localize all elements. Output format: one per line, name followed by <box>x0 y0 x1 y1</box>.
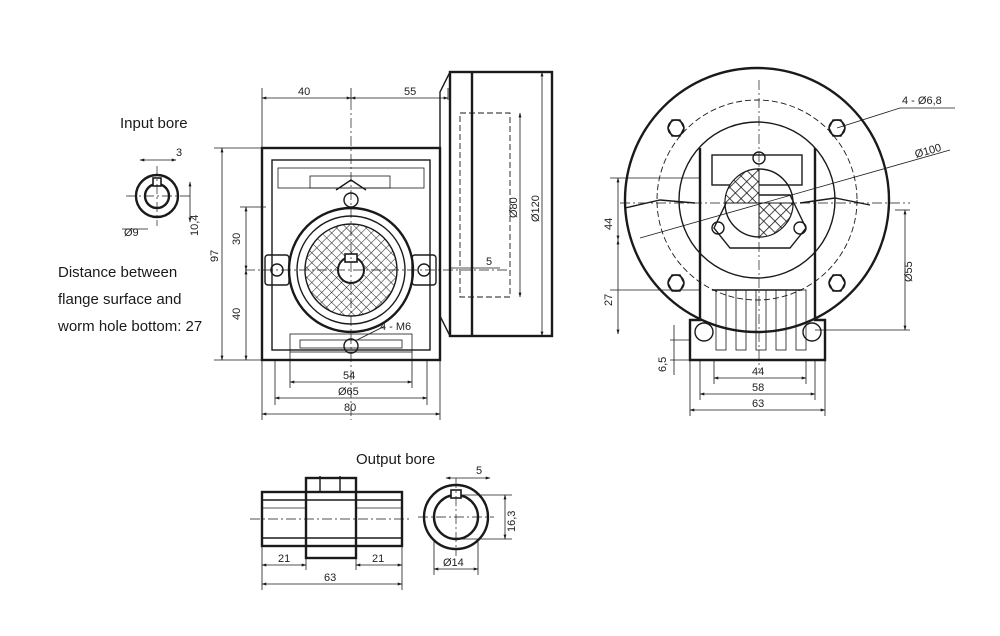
output-dim-16-3: 16,3 <box>506 511 518 532</box>
input-bore-label: Input bore <box>120 115 188 132</box>
input-key-dim: 3 <box>176 147 182 159</box>
front-dim-d65: Ø65 <box>338 386 359 398</box>
front-dim-d120: Ø120 <box>530 195 542 222</box>
input-dia-dim: Ø9 <box>124 227 139 239</box>
distance-note-line3: worm hole bottom: 27 <box>57 318 202 335</box>
front-dim-d80: Ø80 <box>508 197 520 218</box>
side-dim-27: 27 <box>603 294 615 306</box>
output-bore-view: Output bore 21 21 63 5 16,3 Ø14 <box>250 451 518 590</box>
side-dim-6-5: 6,5 <box>657 357 669 372</box>
output-dim-5: 5 <box>476 465 482 477</box>
front-dim-55-top: 55 <box>404 86 416 98</box>
front-view: 40 55 97 30 40 Ø80 Ø120 5 4 - M6 54 Ø65 … <box>209 70 554 420</box>
front-dim-80: 80 <box>344 402 356 414</box>
side-dim-63: 63 <box>752 398 764 410</box>
input-bore-view: Input bore 3 Ø9 10,4 <box>120 115 201 239</box>
distance-note-line1: Distance between <box>58 264 177 281</box>
side-dim-d100: Ø100 <box>914 142 943 161</box>
output-bore-label: Output bore <box>356 451 435 468</box>
output-dim-63: 63 <box>324 572 336 584</box>
side-dim-58: 58 <box>752 382 764 394</box>
side-dim-44-horiz: 44 <box>752 366 764 378</box>
input-height-dim: 10,4 <box>189 215 201 236</box>
front-dim-30: 30 <box>231 233 243 245</box>
output-dim-21-left: 21 <box>278 553 290 565</box>
side-view: 4 - Ø6,8 Ø100 44 27 Ø55 6,5 44 58 63 <box>603 66 955 416</box>
output-dim-21-right: 21 <box>372 553 384 565</box>
side-dim-holes: 4 - Ø6,8 <box>902 95 942 107</box>
side-dim-44-vert: 44 <box>603 218 615 230</box>
front-dim-40-top: 40 <box>298 86 310 98</box>
front-dim-4m6: 4 - M6 <box>380 321 411 333</box>
distance-note: Distance between flange surface and worm… <box>57 264 202 335</box>
front-dim-40-side: 40 <box>231 308 243 320</box>
distance-note-line2: flange surface and <box>58 291 181 308</box>
output-dim-d14: Ø14 <box>443 557 464 569</box>
side-dim-d55: Ø55 <box>903 261 915 282</box>
front-dim-54: 54 <box>343 370 355 382</box>
front-dim-5: 5 <box>486 256 492 268</box>
front-dim-97: 97 <box>209 250 221 262</box>
